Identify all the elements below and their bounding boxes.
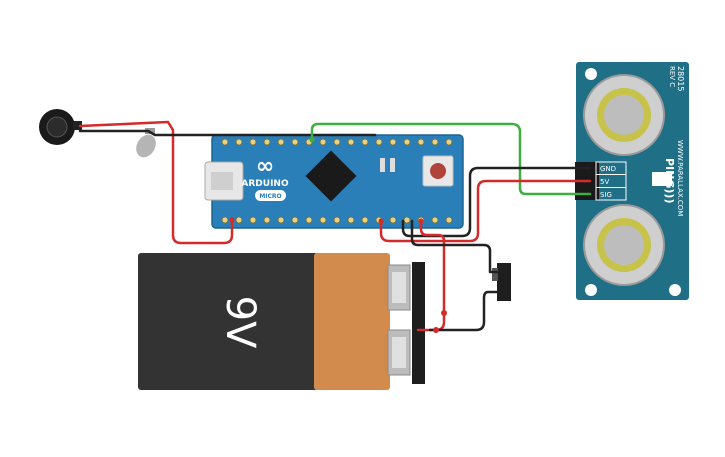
wire-endpoint: [378, 218, 384, 224]
ping-revision: REV C: [668, 66, 676, 87]
arduino-top-header: [221, 138, 453, 146]
ping-ultrasonic-sensor[interactable]: 28015 REV C PING))) WWW.PARALLAX.COM GND…: [575, 62, 689, 300]
switch-body: [497, 263, 511, 301]
arduino-bottom-pin[interactable]: [403, 216, 411, 224]
arduino-top-pin[interactable]: [347, 138, 355, 146]
arduino-bottom-pin[interactable]: [333, 216, 341, 224]
arduino-logo-symbol: ∞: [256, 154, 274, 179]
led[interactable]: [132, 128, 160, 161]
ping-pin-sig-label: SIG: [600, 191, 612, 199]
arduino-top-pin[interactable]: [249, 138, 257, 146]
arduino-bottom-pin[interactable]: [305, 216, 313, 224]
wire-motor-red: [78, 120, 234, 245]
wire-endpoint: [418, 218, 424, 224]
arduino-bottom-pin[interactable]: [235, 216, 243, 224]
arduino-bottom-pin[interactable]: [431, 216, 439, 224]
ping-pin-label-box: [595, 161, 627, 201]
arduino-bottom-pin[interactable]: [445, 216, 453, 224]
arduino-top-pin[interactable]: [445, 138, 453, 146]
arduino-top-pin[interactable]: [403, 138, 411, 146]
arduino-bottom-pin[interactable]: [291, 216, 299, 224]
ping-pin-gnd-label: GND: [600, 165, 616, 173]
arduino-micro-board[interactable]: ∞ ARDUINO MICRO: [204, 134, 464, 229]
wire-endpoint: [441, 310, 447, 316]
arduino-top-pin[interactable]: [375, 138, 383, 146]
arduino-top-pin[interactable]: [221, 138, 229, 146]
wire-battery-red: [416, 219, 446, 332]
motor-center: [46, 116, 68, 138]
battery-body: [138, 253, 318, 390]
ping-led-indicator: [652, 172, 672, 186]
wire-endpoint: [229, 217, 235, 223]
arduino-bottom-pin[interactable]: [347, 216, 355, 224]
arduino-top-pin[interactable]: [333, 138, 341, 146]
arduino-top-pin[interactable]: [291, 138, 299, 146]
arduino-top-pin[interactable]: [361, 138, 369, 146]
arduino-bottom-pin[interactable]: [277, 216, 285, 224]
smd-component: [380, 158, 385, 172]
arduino-top-pin[interactable]: [319, 138, 327, 146]
arduino-top-pin[interactable]: [389, 138, 397, 146]
arduino-bottom-pin[interactable]: [263, 216, 271, 224]
arduino-bottom-header: [221, 216, 453, 224]
mount-hole: [585, 68, 597, 80]
arduino-brand: ARDUINO: [241, 179, 289, 189]
arduino-bottom-pin[interactable]: [361, 216, 369, 224]
arduino-bottom-pin[interactable]: [221, 216, 229, 224]
terminal-top-inner: [392, 272, 406, 303]
terminal-bottom-inner: [392, 337, 406, 368]
arduino-top-pin[interactable]: [235, 138, 243, 146]
mount-hole: [585, 284, 597, 296]
slide-switch[interactable]: [492, 263, 511, 301]
wire-endpoint: [309, 137, 315, 143]
battery-snap-connector: [412, 262, 425, 384]
arduino-bottom-pin[interactable]: [389, 216, 397, 224]
mount-hole: [669, 284, 681, 296]
micro-badge: [255, 190, 286, 201]
switch-lever[interactable]: [492, 268, 498, 281]
ping-pin-5v-label: 5V: [600, 178, 609, 186]
wire-motor-black: [78, 129, 377, 137]
wire-battery-black: [428, 290, 500, 332]
battery-label-band: [314, 253, 390, 390]
arduino-top-pin[interactable]: [277, 138, 285, 146]
motor-lead-base: [73, 121, 82, 130]
reset-button[interactable]: [430, 163, 446, 179]
wire-switch-black: [410, 219, 500, 274]
battery-voltage-label: 9V: [217, 296, 263, 349]
wires: [78, 120, 592, 333]
ping-website: WWW.PARALLAX.COM: [676, 140, 684, 216]
arduino-top-pin[interactable]: [417, 138, 425, 146]
wire-signal-green: [310, 122, 592, 196]
transducer-bottom-core: [604, 225, 644, 265]
usb-port-opening: [211, 172, 233, 190]
wire-5v-red: [379, 179, 592, 243]
ping-part-number: 28015: [676, 66, 685, 91]
arduino-top-pin[interactable]: [431, 138, 439, 146]
battery-9v[interactable]: 9V: [138, 253, 425, 390]
arduino-model: MICRO: [259, 193, 281, 200]
smd-component: [390, 158, 395, 172]
led-body: [136, 134, 156, 158]
wire-gnd-black: [401, 166, 592, 238]
arduino-top-pin[interactable]: [263, 138, 271, 146]
vibration-motor[interactable]: [39, 109, 82, 145]
arduino-bottom-pin[interactable]: [249, 216, 257, 224]
transducer-top-core: [604, 95, 644, 135]
wire-endpoint: [433, 327, 439, 333]
arduino-bottom-pin[interactable]: [319, 216, 327, 224]
